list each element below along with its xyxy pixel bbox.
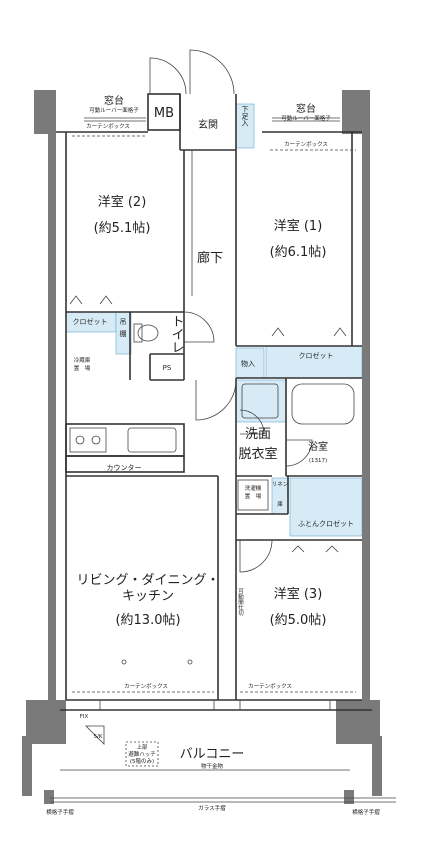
room1-size: (約6.1帖) <box>270 245 327 260</box>
bath-size-label: (1317) <box>309 458 327 464</box>
structural-walls <box>22 90 382 804</box>
window-left-label: 窓台 <box>104 94 124 107</box>
sk-label: S/K <box>94 734 103 740</box>
storage-fill <box>235 347 265 379</box>
hanging-label: 吊 <box>120 318 127 326</box>
bath-label: 浴室 <box>308 440 328 453</box>
shelf-label: 棚 <box>120 329 127 338</box>
mb-label: MB <box>154 106 174 121</box>
storage-label: 物入 <box>241 359 255 368</box>
hatch-label-1: 上部 <box>136 743 148 751</box>
window-left-sub-label: 可動ルーバー面格子 <box>89 106 139 114</box>
curtain-box-left-top-label: カーテンボックス <box>86 122 130 130</box>
futon-closet-fill <box>289 477 363 537</box>
washer-label-1: 洗濯機 <box>245 484 262 492</box>
curtain-box-ldk-label: カーテンボックス <box>124 682 168 690</box>
storage-areas <box>65 103 363 537</box>
room1-name: 洋室 (1) <box>274 218 323 234</box>
washer-label-2: 置 場 <box>245 492 262 500</box>
fridge-label-1: 冷蔵庫 <box>74 356 91 364</box>
linen-label-2: 庫 <box>277 500 283 508</box>
fix-label: FIX <box>80 714 89 720</box>
lattice-right-label: 横格子手摺 <box>352 808 380 816</box>
ps-label: PS <box>163 364 172 372</box>
closet-right-label: クロゼット <box>299 351 334 360</box>
labels: 窓台 可動ルーバー面格子 カーテンボックス MB 玄関 下足入 窓台 可動ルーバ… <box>46 94 380 816</box>
ldk-name-2: キッチン <box>122 589 174 604</box>
glass-handrail-label: ガラス手摺 <box>198 804 226 812</box>
window-right-sub-label: 可動ルーバー面格子 <box>281 114 331 122</box>
details <box>50 49 396 803</box>
washroom-label-2: 脱衣室 <box>238 446 277 462</box>
hatch-label-2: 避難ハッチ <box>128 750 156 758</box>
hallway-label: 廊下 <box>197 250 223 266</box>
shoe-storage-label: 下足入 <box>241 106 249 127</box>
balcony-label: バルコニー <box>180 747 245 762</box>
ldk-size: (約13.0帖) <box>115 613 180 628</box>
room2-name: 洋室 (2) <box>98 194 147 210</box>
closet-left-label: クロゼット <box>73 317 108 326</box>
room2-size: (約5.1帖) <box>94 221 151 236</box>
fridge-label-2: 置 場 <box>74 364 91 372</box>
hatch-label-3: (5階のみ) <box>130 757 154 765</box>
futon-closet-label: ふとんクロゼット <box>298 519 354 528</box>
washroom-label-1: 洗面 <box>245 427 271 442</box>
window-right-label: 窓台 <box>296 102 316 115</box>
ldk-name-1: リビング・ダイニング・ <box>76 573 219 588</box>
lattice-left-label: 横格子手摺 <box>46 808 74 816</box>
handrail-top-label: 物干金物 <box>201 762 224 770</box>
counter-label: カウンター <box>107 463 142 472</box>
curtain-box-right-top-label: カーテンボックス <box>284 140 328 148</box>
curtain-box-room3-label: カーテンボックス <box>248 682 292 690</box>
room3-name: 洋室 (3) <box>274 586 323 602</box>
closet-right-fill <box>265 345 363 379</box>
toilet-label: トイレ <box>169 315 184 354</box>
wash-basin-fill <box>235 379 287 423</box>
linen-label-1: リネン <box>272 481 289 488</box>
entrance-label: 玄関 <box>198 118 218 131</box>
room3-size: (約5.0帖) <box>270 613 327 628</box>
movable-storage-label: 可動間仕切 <box>237 588 244 617</box>
interior-walls <box>56 93 372 711</box>
